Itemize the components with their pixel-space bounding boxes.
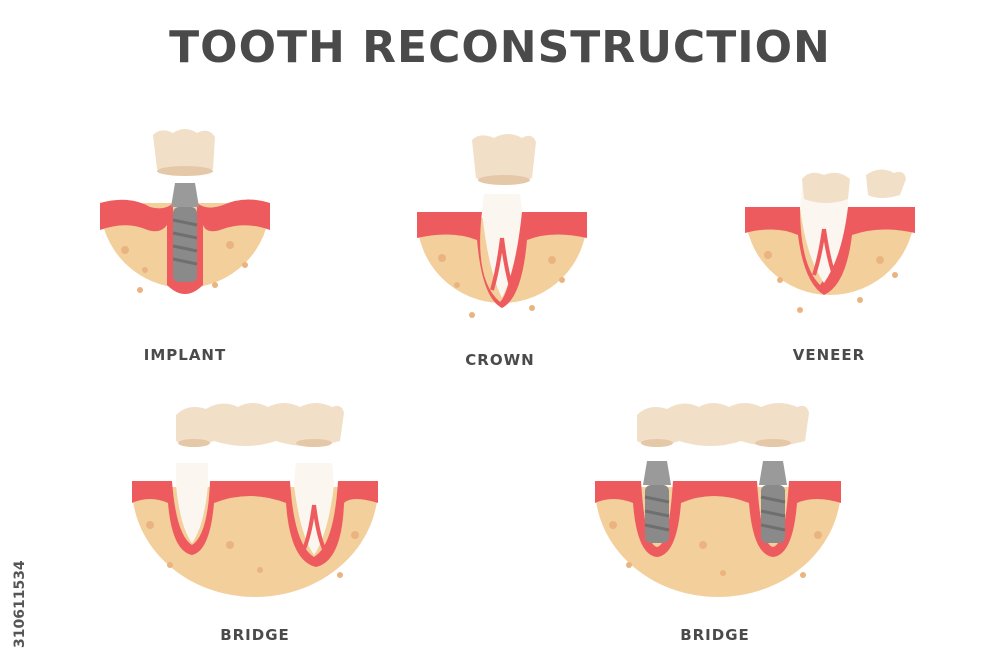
veneer-illustration (745, 169, 915, 313)
bridge-natural-illustration (132, 403, 378, 597)
page-title: TOOTH RECONSTRUCTION (169, 22, 831, 73)
label-crown: CROWN (465, 351, 535, 369)
label-bridge-natural: BRIDGE (220, 626, 290, 644)
label-veneer: VENEER (792, 346, 866, 364)
crown-illustration (417, 134, 587, 318)
bridge-implant-illustration (595, 403, 841, 597)
implant-illustration (100, 129, 270, 294)
stock-id-text: 310611534 (12, 560, 28, 648)
label-implant: IMPLANT (143, 346, 227, 364)
label-bridge-implant: BRIDGE (680, 626, 750, 644)
